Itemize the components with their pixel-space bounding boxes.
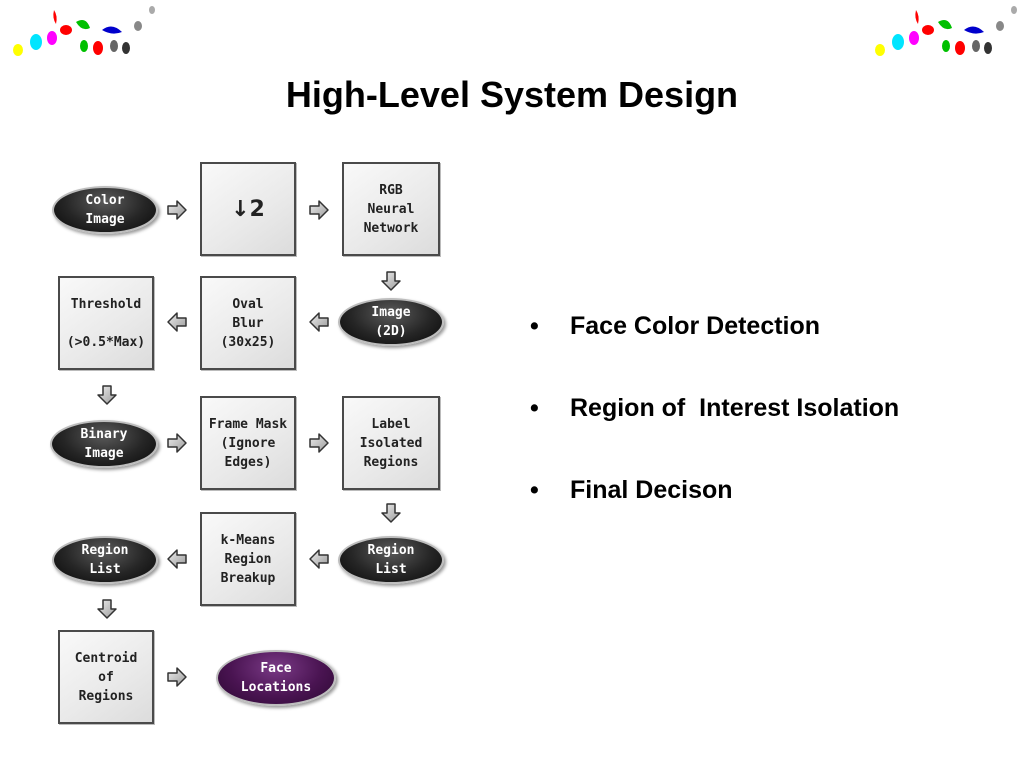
node-region-list-left: Region List	[52, 536, 158, 584]
arrow-right-icon	[166, 432, 188, 454]
node-downsample: ↓2	[200, 162, 296, 256]
node-binary-image: Binary Image	[50, 420, 158, 468]
arrow-down-icon	[96, 598, 118, 620]
arrow-down-icon	[96, 384, 118, 406]
bullet-marker: •	[530, 476, 539, 504]
node-oval-blur: Oval Blur (30x25)	[200, 276, 296, 370]
node-frame-mask: Frame Mask (Ignore Edges)	[200, 396, 296, 490]
arrow-down-icon	[380, 270, 402, 292]
bullet-item: • Final Decison	[530, 476, 899, 558]
node-color-image: Color Image	[52, 186, 158, 234]
node-image-2d: Image (2D)	[338, 298, 444, 346]
arrow-right-icon	[166, 666, 188, 688]
arrow-left-icon	[308, 548, 330, 570]
node-threshold: Threshold (>0.5*Max)	[58, 276, 154, 370]
paint-splash-logo-icon	[875, 6, 1017, 56]
node-rgb-neural-network: RGB Neural Network	[342, 162, 440, 256]
arrow-left-icon	[166, 311, 188, 333]
bullet-text: Final Decison	[570, 476, 733, 504]
bullet-list: • Face Color Detection • Region of Interes…	[530, 312, 899, 558]
arrow-right-icon	[166, 199, 188, 221]
arrow-right-icon	[308, 432, 330, 454]
arrow-right-icon	[308, 199, 330, 221]
node-region-list-right: Region List	[338, 536, 444, 584]
node-kmeans-region-breakup: k-Means Region Breakup	[200, 512, 296, 606]
node-face-locations: Face Locations	[216, 650, 336, 706]
node-label-isolated-regions: Label Isolated Regions	[342, 396, 440, 490]
arrow-left-icon	[308, 311, 330, 333]
arrow-left-icon	[166, 548, 188, 570]
bullet-marker: •	[530, 312, 539, 340]
bullet-marker: •	[530, 394, 539, 422]
paint-splash-logo-icon	[13, 6, 155, 56]
node-centroid-of-regions: Centroid of Regions	[58, 630, 154, 724]
arrow-down-icon	[380, 502, 402, 524]
page-title: High-Level System Design	[285, 74, 739, 115]
bullet-text: Region of Interest Isolation	[570, 394, 900, 422]
bullet-text: Face Color Detection	[570, 312, 821, 340]
bullet-item: • Face Color Detection	[530, 312, 899, 394]
bullet-item: • Region of Interest Isolation	[530, 394, 899, 476]
